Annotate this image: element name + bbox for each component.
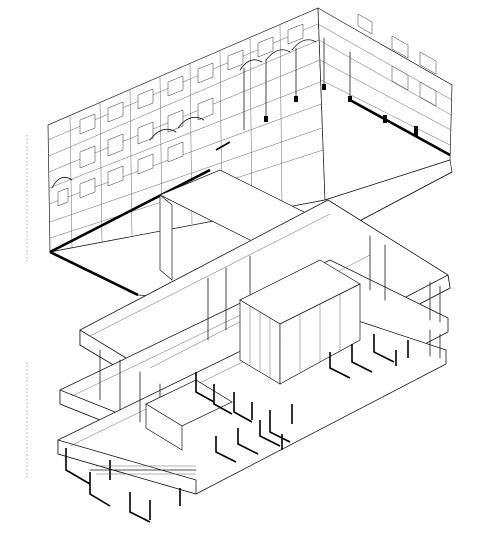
slab-level-3-edge-left [57,439,197,495]
right-slab-columns [429,281,441,359]
ground-level-walls [65,448,197,523]
left-wall-windows-middle [79,97,214,169]
left-wall-windows-top [79,23,304,135]
upper-hall-base-walls [49,98,451,297]
right-wall-band-lines [317,23,453,146]
left-wall-windows-lower [57,141,184,207]
lower-floor-slabs [57,199,451,523]
partition-walls [99,235,386,445]
lower-inner-box-side [145,403,183,451]
right-wall-windows [357,13,437,107]
stair-core [239,259,361,385]
lower-plan-walls [195,334,409,463]
upper-hall-volume [47,7,453,301]
back-wall-colonnade [239,37,351,131]
left-wall-arches [51,116,205,189]
hall-inner-block-side [159,194,173,281]
